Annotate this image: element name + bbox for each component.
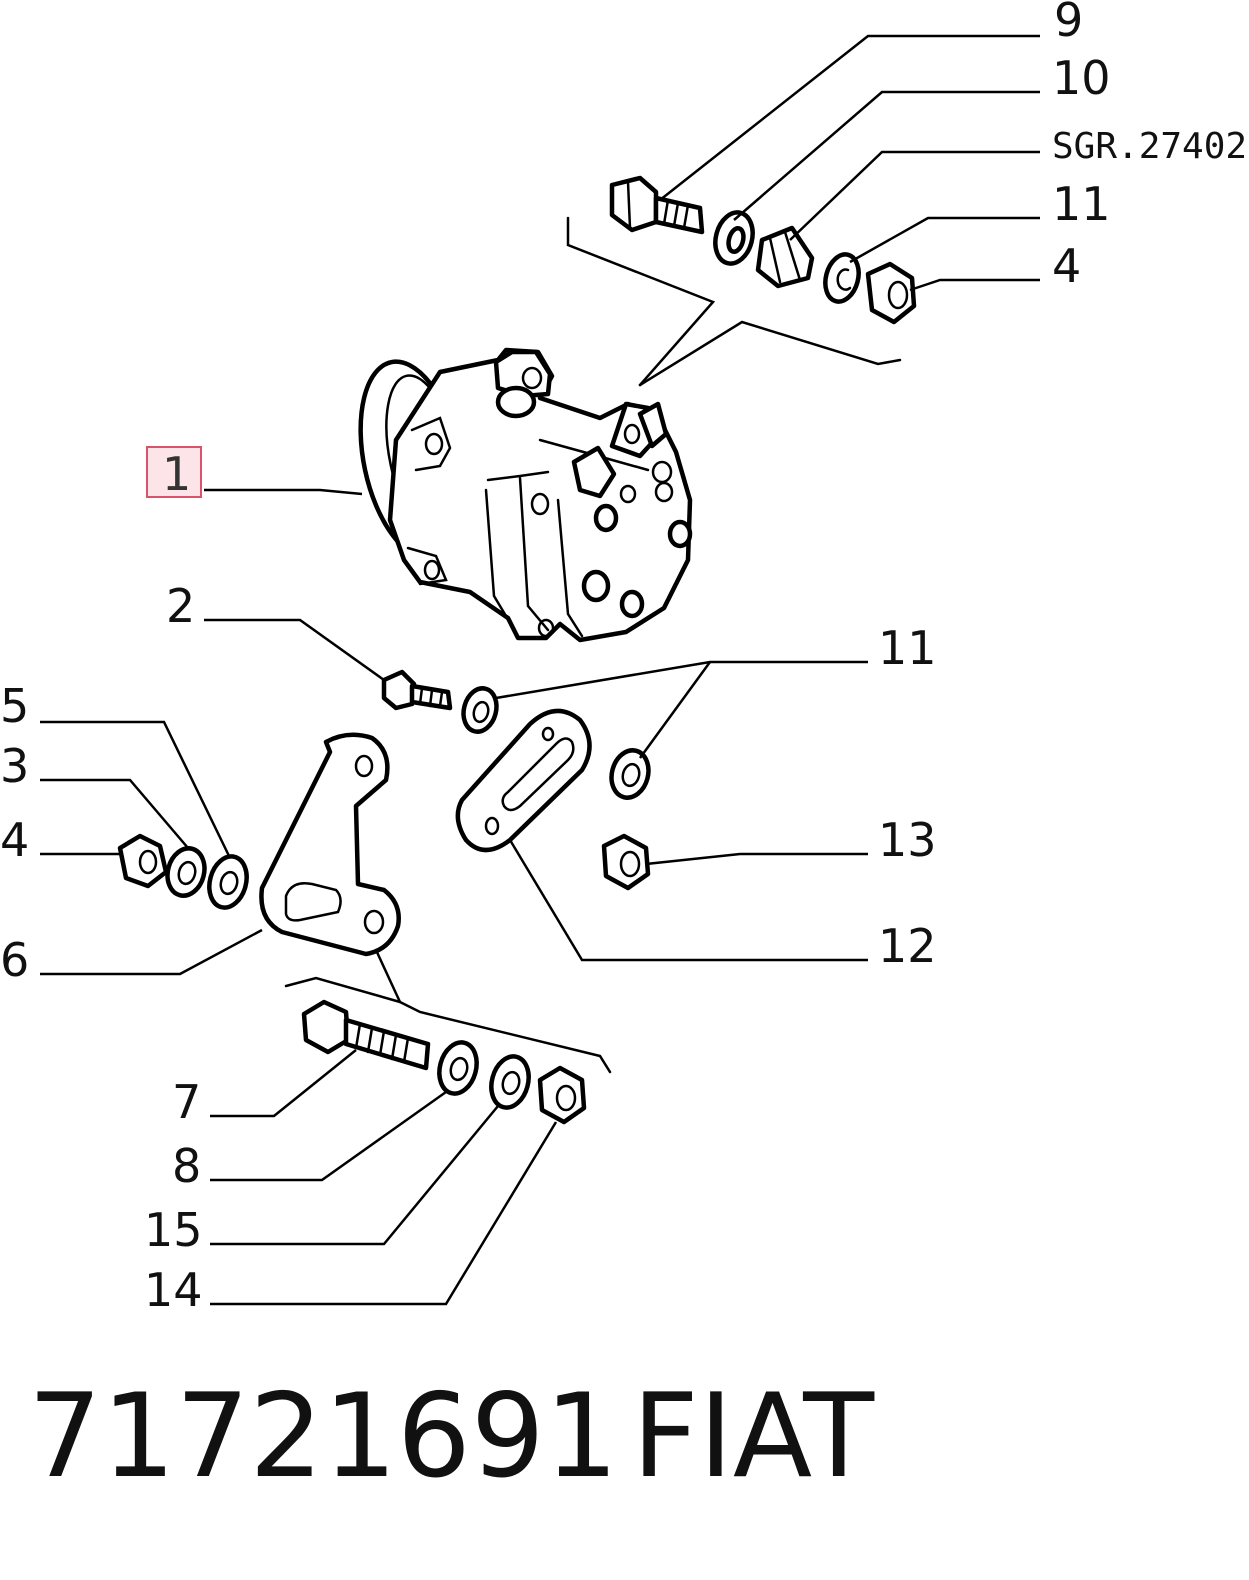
callout-5: 5 [0, 679, 29, 733]
middle-washer[interactable] [459, 685, 501, 736]
callout-12: 12 [878, 919, 937, 973]
lower-spring-washer[interactable] [486, 1052, 534, 1112]
mounting-bracket[interactable] [259, 732, 401, 957]
callout-sgr: SGR.27402 [1052, 126, 1247, 167]
right-washer[interactable] [606, 746, 653, 802]
callout-9: 9 [1054, 0, 1083, 47]
callout-8: 8 [172, 1139, 201, 1193]
callout-7: 7 [172, 1075, 201, 1129]
upper-bolt[interactable] [609, 175, 705, 235]
lower-bolt[interactable] [301, 999, 431, 1071]
lower-mount-bracket-line [284, 948, 612, 1074]
highlight-box-part-1 [146, 446, 202, 498]
left-spring-washer[interactable] [162, 844, 209, 900]
callout-6: 6 [0, 933, 29, 987]
callout-11-top: 11 [1052, 177, 1111, 231]
leader-lines [40, 34, 1040, 1306]
lower-nut[interactable] [537, 1065, 587, 1125]
right-nut[interactable] [601, 833, 651, 891]
part-number: 71721691 [28, 1369, 618, 1504]
callout-10: 10 [1052, 51, 1111, 105]
callout-1: 1 [162, 447, 191, 501]
callout-13: 13 [878, 813, 937, 867]
slotted-adjusting-link[interactable] [455, 708, 592, 853]
compressor-bolt[interactable] [381, 669, 453, 711]
callout-14: 14 [144, 1263, 203, 1317]
lower-flat-washer[interactable] [434, 1038, 482, 1098]
callout-15: 15 [144, 1203, 203, 1257]
upper-lock-washer[interactable] [820, 251, 863, 306]
callout-11-middle: 11 [878, 621, 937, 675]
spacer-bushing[interactable] [755, 225, 815, 289]
upper-flat-washer[interactable] [710, 208, 758, 268]
callout-3: 3 [0, 739, 29, 793]
callout-4-left: 4 [0, 813, 29, 867]
callout-2: 2 [166, 579, 195, 633]
left-nut[interactable] [117, 833, 169, 889]
upper-mount-bracket-line [566, 216, 902, 387]
brand-name: FIAT [632, 1369, 875, 1504]
left-flat-washer[interactable] [204, 852, 252, 912]
ac-compressor[interactable] [344, 347, 693, 643]
upper-nut[interactable] [865, 261, 917, 325]
callout-4-top: 4 [1052, 239, 1081, 293]
